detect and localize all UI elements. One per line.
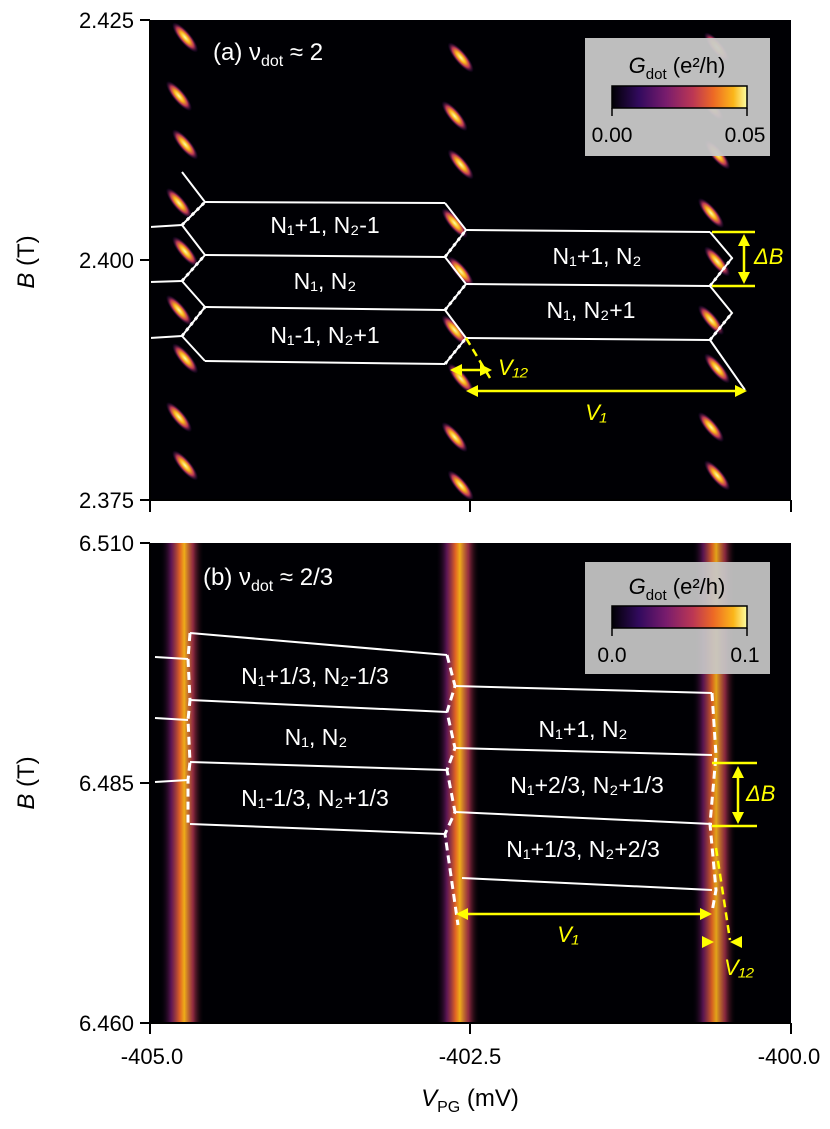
resonance-blob: [447, 42, 474, 73]
resonance-blob: [172, 22, 199, 53]
x-tick-label: -402.5: [439, 1044, 501, 1069]
resonance-blob: [441, 315, 468, 346]
panel-a-yellow-annotations: [450, 230, 755, 397]
panel-b-dashed-boundaries: [186, 632, 718, 926]
colorbar-title: Gdot (e²/h): [629, 574, 726, 604]
panel-a-v12-guide: [464, 337, 492, 379]
y-tick-label: 2.375: [79, 488, 134, 513]
x-tick-label: -400.0: [758, 1044, 820, 1069]
colorbar-title: Gdot (e²/h): [629, 53, 726, 83]
panel-a: N₁+1, N₂-1 N₁, N₂ N₁-1, N₂+1 N₁+1, N₂ N₁…: [13, 8, 792, 543]
y-axis-label: B (T): [13, 235, 40, 288]
resonance-blob: [165, 81, 193, 112]
resonance-stripe: [435, 543, 480, 1023]
region-label: N₁+1, N₂: [539, 716, 628, 742]
x-tick-label: -405.0: [121, 1044, 183, 1069]
panel-a-boundaries: [149, 171, 746, 391]
panel-a-dotted-boundaries: [180, 200, 734, 365]
region-label: N₁+1/3, N₂-1/3: [241, 663, 389, 689]
y-tick-label: 2.400: [79, 248, 134, 273]
panel-b-resonance-stripes: [160, 543, 737, 1023]
resonance-blob: [172, 450, 199, 481]
panel-a-colorbar: Gdot (e²/h) 0.00 0.05: [585, 38, 770, 156]
region-label: N₁+2/3, N₂+1/3: [510, 772, 664, 798]
resonance-blob: [165, 295, 193, 326]
colorbar-tick: 0.0: [597, 644, 626, 667]
region-label: N₁+1, N₂: [553, 243, 642, 269]
resonance-blob: [447, 470, 474, 500]
colorbar-tick: 0.00: [592, 124, 633, 147]
delta-b-label: ΔB: [745, 781, 775, 806]
y-tick-label: 6.485: [79, 771, 134, 796]
v12-label: V₁₂: [724, 955, 755, 980]
region-label: N₁+1/3, N₂+2/3: [506, 836, 660, 862]
resonance-stripe: [160, 543, 205, 1023]
resonance-blob: [697, 305, 725, 336]
region-label: N₁, N₂: [285, 724, 348, 750]
resonance-blob: [447, 256, 474, 287]
colorbar-tick: 0.1: [730, 644, 759, 667]
region-label: N₁-1, N₂+1: [270, 322, 379, 348]
delta-b-label: ΔB: [753, 244, 783, 269]
panel-b-v12-guide: [714, 847, 732, 941]
resonance-blob: [697, 198, 725, 229]
resonance-blob: [165, 402, 193, 433]
region-label: N₁, N₂: [294, 268, 357, 294]
colorbar-tick: 0.05: [725, 124, 766, 147]
resonance-blob: [441, 422, 468, 453]
region-label: N₁, N₂+1: [547, 297, 636, 323]
resonance-blob: [165, 188, 193, 219]
panel-b-yellow-annotations: [456, 761, 757, 948]
y-axis-label: B (T): [13, 756, 40, 809]
panel-a-label: (a) νdot ≈ 2: [213, 39, 323, 70]
panel-b: N₁+1/3, N₂-1/3 N₁, N₂ N₁-1/3, N₂+1/3 N₁+…: [13, 531, 820, 1116]
v1-label: V₁: [557, 922, 579, 947]
y-tick-label: 6.510: [79, 531, 134, 556]
panel-b-label: (b) νdot ≈ 2/3: [203, 564, 333, 595]
resonance-blob: [704, 460, 731, 491]
resonance-blob: [172, 236, 199, 267]
region-label: N₁+1, N₂-1: [270, 212, 379, 238]
y-tick-label: 2.425: [79, 8, 134, 33]
panel-b-colorbar: Gdot (e²/h) 0.0 0.1: [585, 562, 770, 674]
y-tick-label: 6.460: [79, 1011, 134, 1036]
resonance-blob: [172, 129, 199, 160]
panel-b-boundaries: [154, 632, 713, 891]
resonance-blob: [697, 412, 725, 443]
region-label: N₁-1/3, N₂+1/3: [241, 785, 389, 811]
v1-label: V₁: [585, 400, 607, 425]
resonance-blob: [162, 506, 196, 543]
x-axis-label: VPG (mV): [421, 1085, 519, 1116]
resonance-blob: [447, 149, 474, 180]
resonance-blob: [704, 353, 731, 384]
resonance-blob: [441, 101, 468, 132]
v12-label: V₁₂: [498, 355, 529, 380]
resonance-blob: [172, 343, 199, 374]
resonance-blob: [441, 208, 468, 239]
